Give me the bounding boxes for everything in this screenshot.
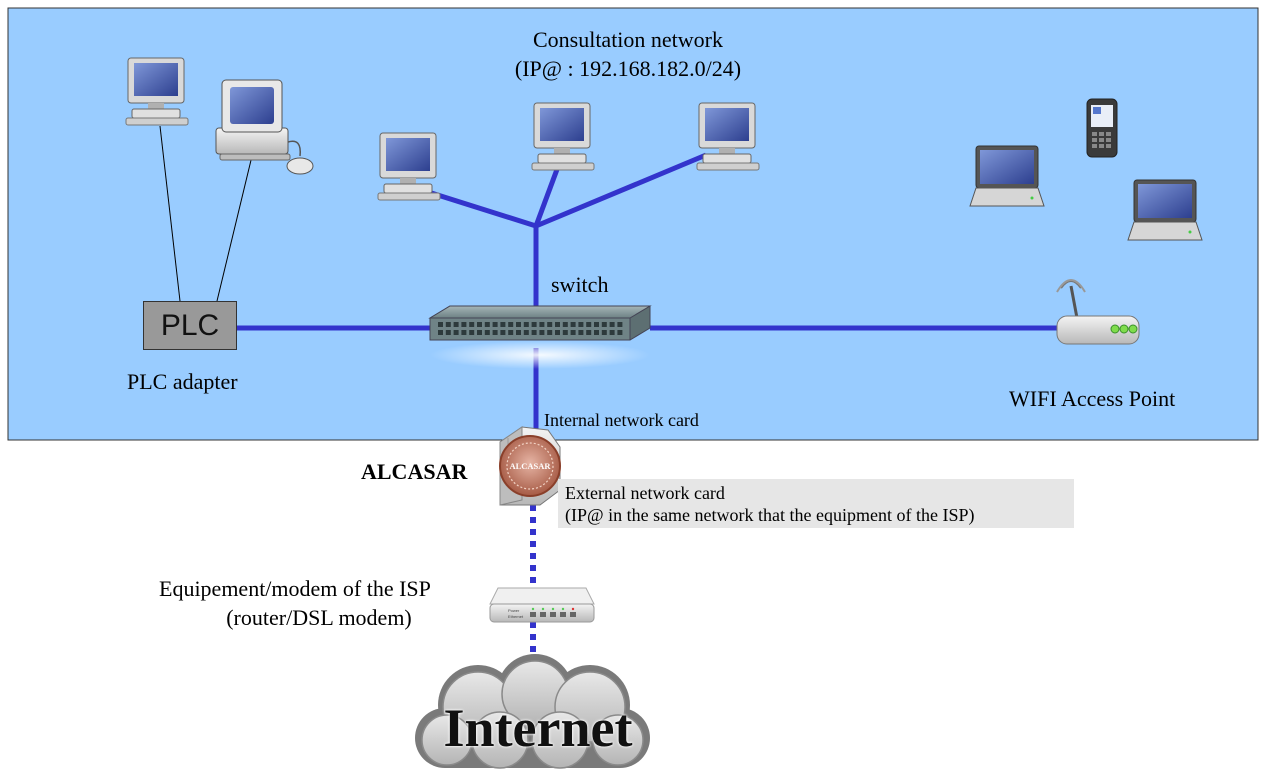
switch-port: [500, 322, 506, 327]
isp-label-line1: Equipement/modem of the ISP: [159, 576, 431, 601]
switch-label: switch: [551, 272, 609, 297]
switch-port: [516, 330, 521, 335]
workstation-icon: [215, 79, 314, 175]
switch-port: [601, 330, 607, 335]
switch-port: [570, 330, 576, 335]
dsl-modem-icon: Power Ethernet: [489, 587, 595, 623]
switch-port: [461, 322, 467, 327]
internet-label: Internet: [443, 698, 633, 758]
internal-card-label: Internal network card: [544, 410, 699, 430]
network-area: [7, 7, 1259, 441]
switch-port: [547, 330, 553, 335]
switch-port: [492, 330, 498, 335]
switch-port: [555, 322, 560, 327]
switch-port: [531, 330, 537, 335]
switch-port: [492, 322, 498, 327]
switch-port: [562, 322, 568, 327]
switch-port: [594, 322, 599, 327]
isp-led-label-ethernet: Ethernet: [508, 614, 524, 619]
switch-port: [500, 330, 506, 335]
switch-port: [617, 322, 623, 327]
isp-label-line2: (router/DSL modem): [226, 605, 412, 630]
switch-port: [555, 330, 560, 335]
desktop-computer-icon: [531, 102, 595, 171]
switch-port: [461, 330, 467, 335]
mobile-phone-icon: [1086, 98, 1118, 158]
cable-line: [216, 155, 253, 302]
internet-cloud-icon: [415, 654, 650, 769]
switch-port: [547, 322, 553, 327]
switch-port: [586, 330, 592, 335]
desktop-computer-icon: [377, 132, 441, 201]
switch-port: [445, 330, 451, 335]
switch-port: [508, 322, 514, 327]
switch-port: [609, 330, 615, 335]
network-title-line2: (IP@ : 192.168.182.0/24): [514, 56, 742, 81]
switch-port: [586, 322, 592, 327]
switch-port: [539, 322, 545, 327]
switch-port: [484, 322, 490, 327]
laptop-icon: [1127, 179, 1203, 241]
switch-port: [617, 330, 623, 335]
desktop-computer-icon: [125, 57, 189, 126]
plc-adapter-box: PLC: [143, 301, 237, 350]
switch-port: [594, 330, 599, 335]
switch-port: [570, 322, 576, 327]
switch-port: [445, 322, 451, 327]
switch-port: [539, 330, 545, 335]
switch-port: [438, 322, 443, 327]
plc-box-label: PLC: [160, 309, 220, 342]
switch-port: [453, 330, 459, 335]
external-card-box: [558, 479, 1074, 528]
switch-port: [578, 330, 584, 335]
external-card-line1: External network card: [565, 483, 725, 503]
network-title-line1: Consultation network: [532, 27, 724, 52]
wifi-label: WIFI Access Point: [1009, 386, 1176, 411]
switch-port: [531, 322, 537, 327]
isp-led-label-power: Power: [508, 608, 520, 613]
switch-port: [469, 322, 475, 327]
laptop-icon: [969, 145, 1045, 207]
switch-port: [609, 322, 615, 327]
switch-port: [469, 330, 475, 335]
cable-line: [159, 125, 181, 302]
switch-port: [562, 330, 568, 335]
wifi-router-icon: [1056, 279, 1140, 345]
alcasar-badge-text: ALCASAR: [509, 461, 551, 471]
switch-port: [516, 322, 521, 327]
switch-port: [438, 330, 443, 335]
external-card-line2: (IP@ in the same network that the equipm…: [565, 505, 975, 525]
switch-port: [477, 330, 482, 335]
switch-port: [477, 322, 482, 327]
switch-port: [453, 322, 459, 327]
switch-port: [523, 330, 529, 335]
switch-port: [601, 322, 607, 327]
switch-port: [523, 322, 529, 327]
desktop-computer-icon: [696, 102, 760, 171]
switch-port: [578, 322, 584, 327]
network-switch-icon: [428, 305, 652, 369]
switch-port: [508, 330, 514, 335]
plc-caption: PLC adapter: [127, 369, 238, 394]
switch-port: [484, 330, 490, 335]
alcasar-server-icon: ALCASAR: [499, 426, 561, 506]
alcasar-label: ALCASAR: [361, 459, 468, 484]
